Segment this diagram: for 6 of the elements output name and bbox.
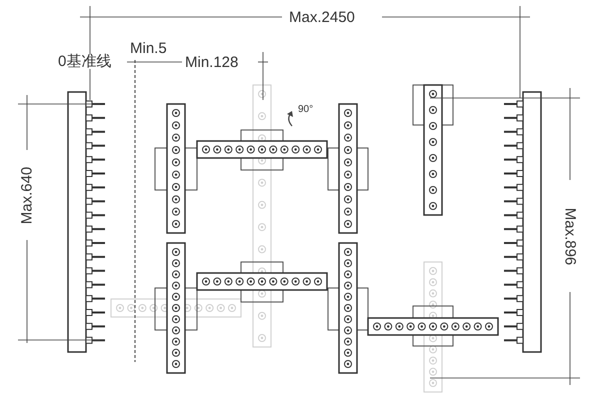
reference-line-label: 0基准线 [56, 54, 114, 69]
dimension-label: Min.5 [128, 41, 169, 56]
angle-label: 90° [296, 105, 316, 115]
dimension-label: Max.640 [19, 164, 34, 226]
dimension-label: Min.128 [183, 55, 240, 70]
dimension-label: Max.2450 [287, 10, 357, 25]
